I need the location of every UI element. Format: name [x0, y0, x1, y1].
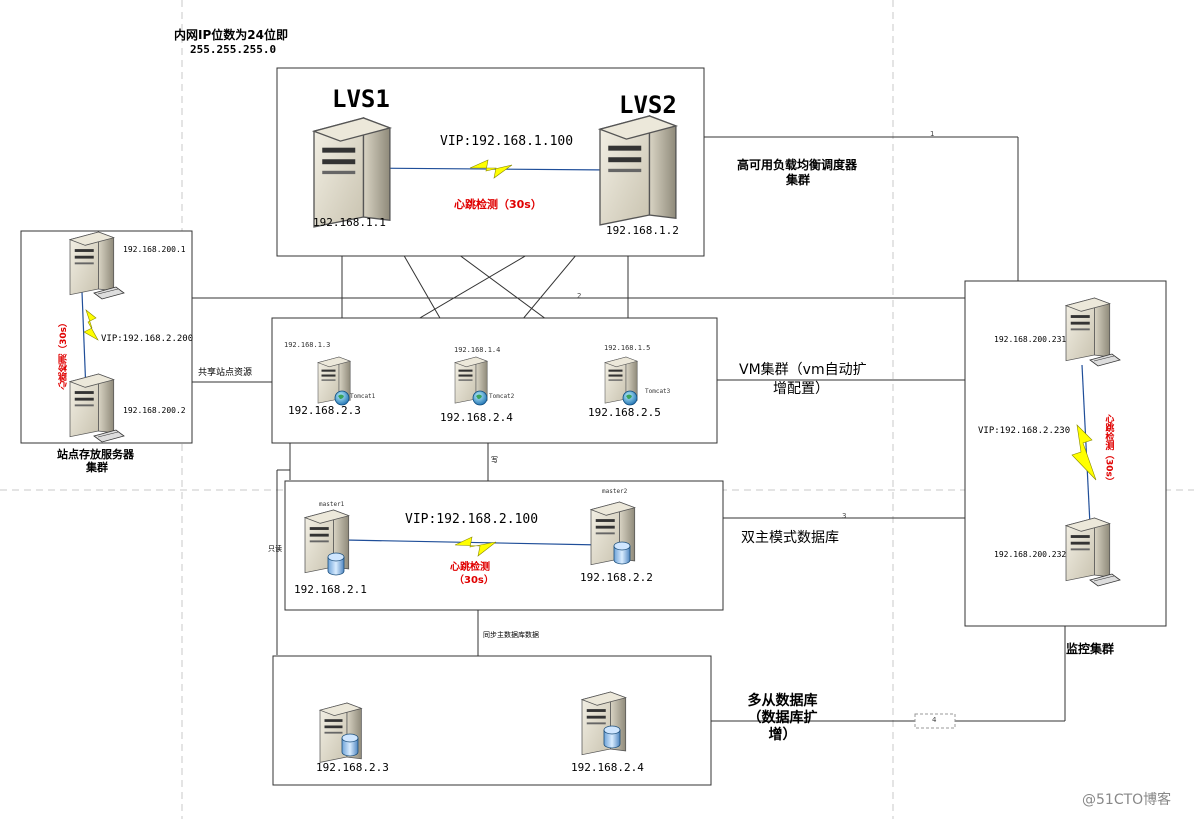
lvs-lightning-icon: [469, 159, 513, 179]
storage-server1-ip: 192.168.200.1: [123, 245, 186, 254]
vm-cluster-label-2: 增配置）: [773, 381, 829, 397]
monitor-cluster-box: [964, 280, 1167, 627]
master1-db-icon: [327, 552, 345, 576]
tomcat2-ip: 192.168.2.4: [440, 411, 513, 424]
lvs-cluster-label-2: 集群: [786, 173, 811, 187]
master-db-box: [284, 480, 724, 611]
sync-label: 同步主数据库数据: [483, 631, 539, 639]
tomcat2-globe-icon: [472, 390, 488, 406]
slave2-db-icon: [603, 725, 621, 749]
lvs1-ip: 192.168.1.1: [313, 216, 386, 229]
lvs1-server-icon: [313, 117, 391, 228]
slave-cluster-label-3: 增）: [768, 727, 797, 743]
storage-cluster-label-2: 集群: [86, 461, 108, 474]
tomcat3-ip: 192.168.2.5: [588, 406, 661, 419]
storage-lightning-icon: [83, 309, 99, 341]
slave2-ip: 192.168.2.4: [571, 761, 644, 774]
storage-cluster-label: 站点存放服务器: [57, 448, 134, 461]
slave1-db-icon: [341, 733, 359, 757]
monitor-server1-ip: 192.168.200.231: [994, 335, 1067, 344]
master2-name: master2: [602, 488, 628, 495]
subnet-mask: 255.255.255.0: [190, 43, 277, 56]
lvs-heartbeat-label: 心跳检测（30s）: [454, 198, 542, 211]
lvs1-title: LVS1: [332, 85, 390, 113]
slave-cluster-label-2: （数据库扩: [747, 710, 818, 726]
db-cluster-label: 双主模式数据库: [741, 530, 839, 546]
link-label-1: 1: [930, 130, 935, 138]
monitor-server2-icon: [1065, 517, 1111, 582]
lvs2-title: LVS2: [619, 91, 677, 119]
monitor-vip: VIP:192.168.2.230: [978, 426, 1071, 436]
db-heartbeat-label-2: （30s）: [454, 575, 494, 586]
lvs2-ip: 192.168.1.2: [606, 224, 679, 237]
master1-ip: 192.168.2.1: [294, 583, 367, 596]
link-label-3: 3: [842, 512, 847, 520]
lvs2-server-icon: [599, 115, 677, 226]
monitor-lightning-icon: [1071, 424, 1097, 481]
master2-ip: 192.168.2.2: [580, 571, 653, 584]
slave1-ip: 192.168.2.3: [316, 761, 389, 774]
link-box-4: [914, 713, 956, 729]
watermark: @51CTO博客: [1082, 792, 1172, 808]
monitor-server2-ip: 192.168.200.232: [994, 550, 1067, 559]
subnet-note: 内网IP位数为24位即: [174, 28, 288, 42]
master1-name: master1: [319, 501, 345, 508]
tomcat3-globe-icon: [622, 390, 638, 406]
storage-heartbeat-label: 心跳检测（30s）: [59, 318, 69, 390]
storage-server2-icon: [69, 373, 115, 438]
monitor-cluster-label: 监控集群: [1066, 642, 1115, 656]
slave-cluster-label: 多从数据库: [747, 693, 818, 709]
write-label: 写: [491, 456, 498, 464]
lvs-vip: VIP:192.168.1.100: [440, 134, 574, 149]
storage-server2-ip: 192.168.200.2: [123, 406, 186, 415]
monitor-heartbeat-label: 心跳检测（30s）: [1103, 414, 1114, 486]
lvs-cluster-label: 高可用负载均衡调度器: [737, 158, 858, 172]
vm-cluster-label: VM集群（vm自动扩: [739, 362, 867, 378]
storage-vip: VIP:192.168.2.200: [101, 334, 194, 344]
tomcat1-name: Tomcat1: [350, 393, 376, 400]
tomcat2-top-ip: 192.168.1.4: [454, 346, 501, 354]
db-heartbeat-label: 心跳检测: [450, 562, 490, 573]
master2-db-icon: [613, 541, 631, 565]
tomcat3-name: Tomcat3: [645, 388, 671, 395]
storage-server1-icon: [69, 231, 115, 296]
read-only-label: 只读: [268, 545, 282, 553]
monitor-server1-icon: [1065, 297, 1111, 362]
tomcat1-ip: 192.168.2.3: [288, 404, 361, 417]
heartbeat-links: [81, 159, 1097, 557]
share-resource-label: 共享站点资源: [198, 368, 253, 378]
tomcat2-name: Tomcat2: [489, 393, 515, 400]
tomcat3-top-ip: 192.168.1.5: [604, 344, 651, 352]
link-label-4: 4: [932, 716, 937, 724]
db-lightning-icon: [454, 536, 497, 557]
tomcat1-globe-icon: [334, 390, 350, 406]
link-label-2: 2: [577, 292, 582, 300]
db-vip: VIP:192.168.2.100: [405, 512, 539, 527]
tomcat1-top-ip: 192.168.1.3: [284, 341, 331, 349]
